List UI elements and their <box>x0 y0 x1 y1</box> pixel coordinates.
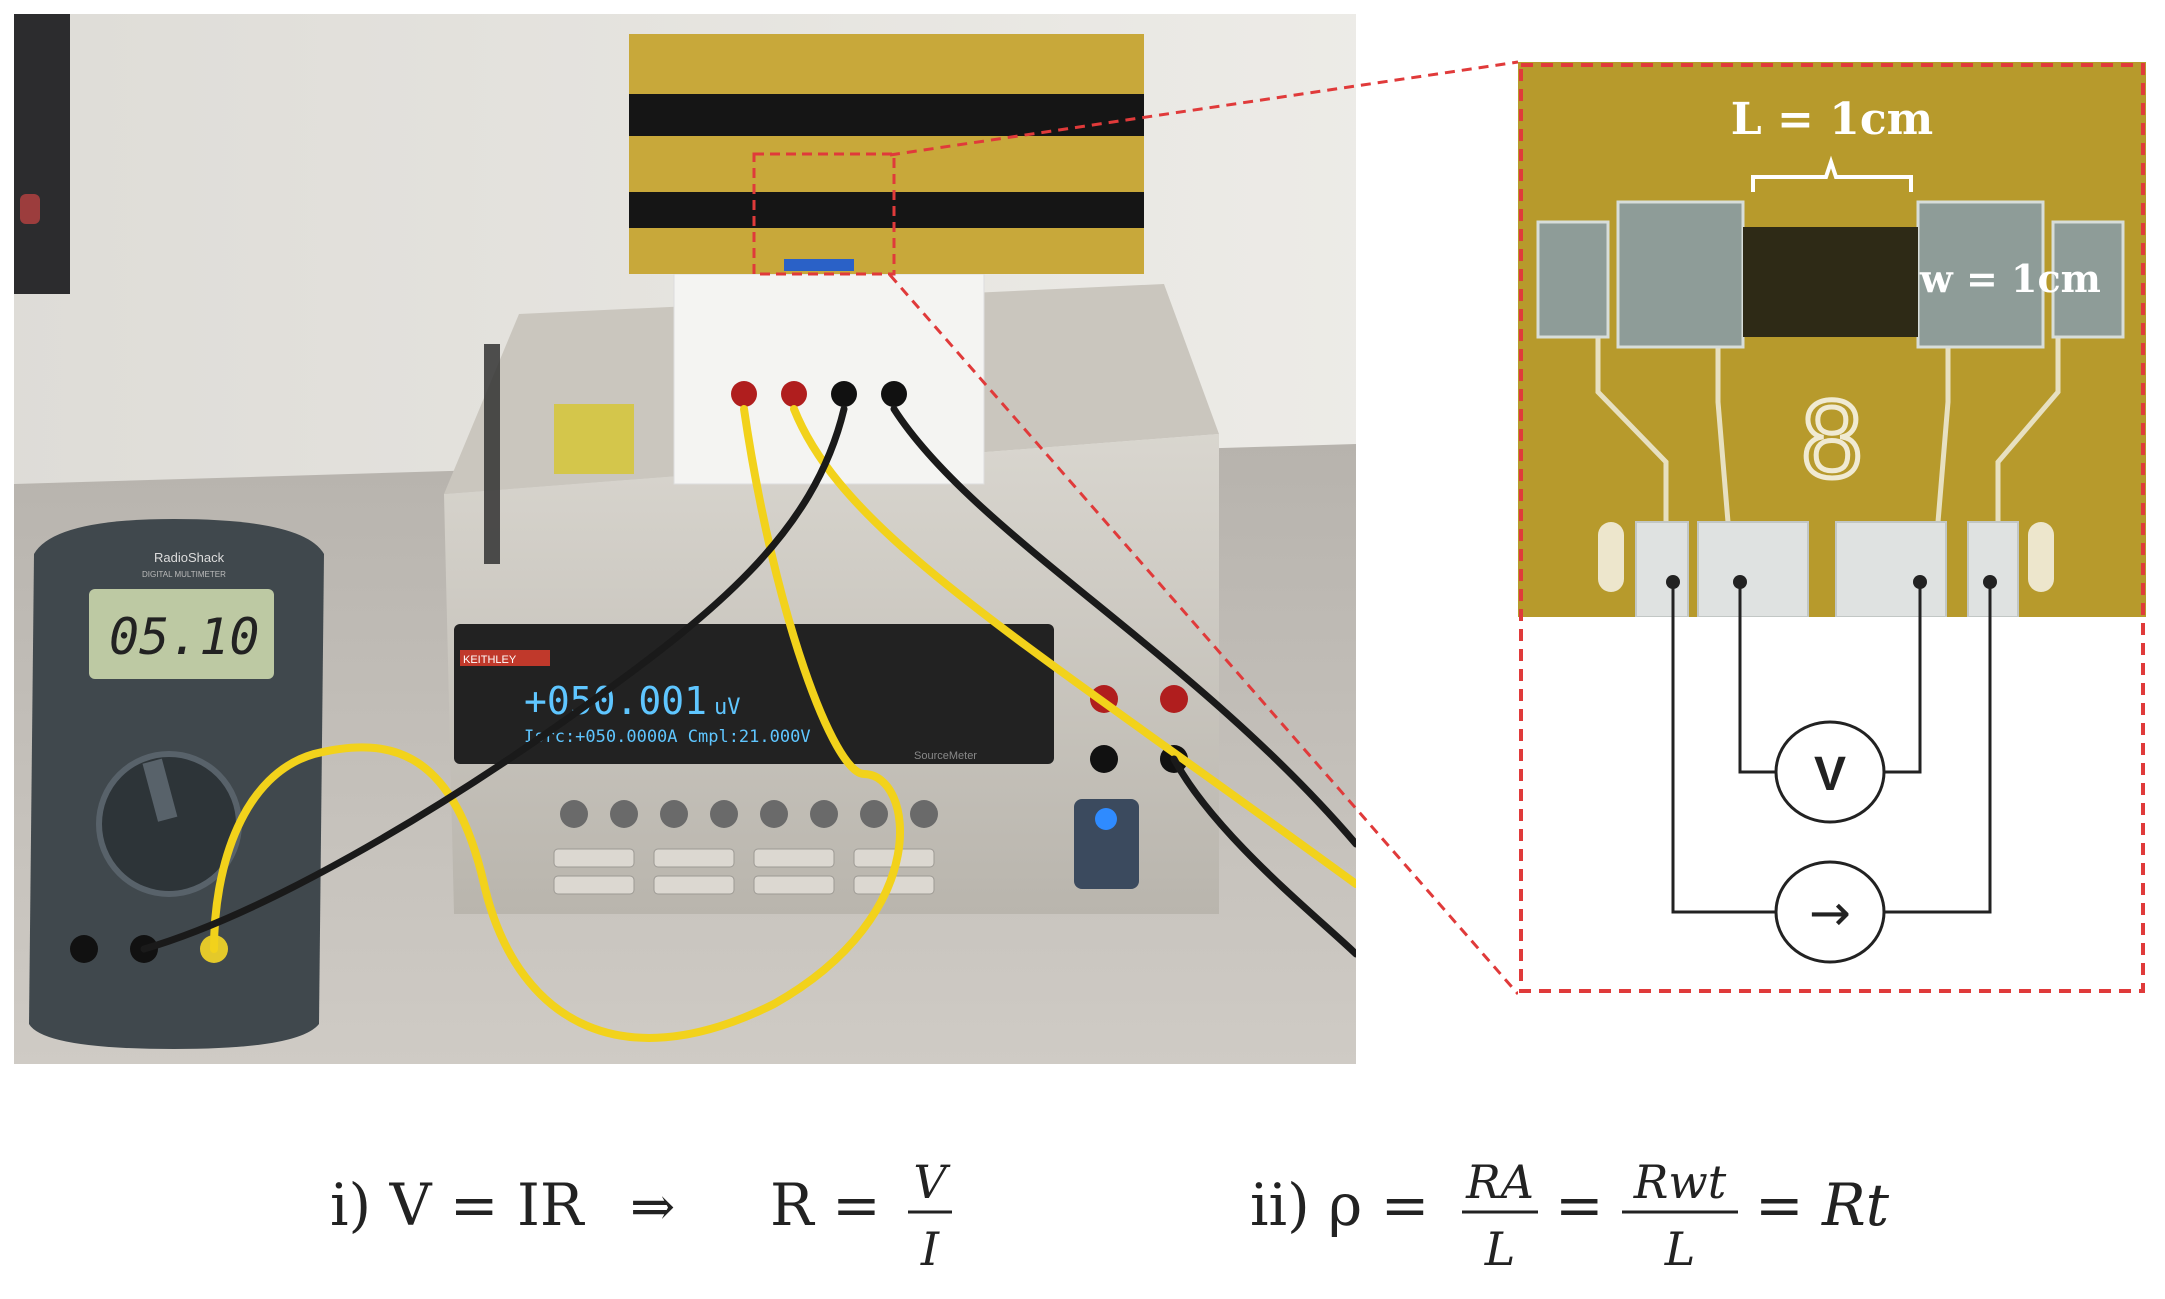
eq1-denominator: I <box>920 1222 940 1276</box>
sourcemeter-display <box>454 624 1054 764</box>
pad-outer-left <box>1536 220 1610 339</box>
terminal-red-2 <box>1160 685 1188 713</box>
multimeter: RadioShack DIGITAL MULTIMETER 05.10 <box>29 519 324 1049</box>
sourcemeter-brand: KEITHLEY <box>463 654 517 666</box>
eq2-frac2-numerator: Rwt <box>1633 1155 1727 1209</box>
eq2-prefix: ii) ρ = <box>1250 1171 1429 1239</box>
terminal-black-1 <box>1090 745 1118 773</box>
length-label: L = 1cm <box>1731 94 1933 145</box>
sourcemeter-sub-readout: Isrc:+050.0000A Cmpl:21.000V <box>524 727 811 747</box>
contact-pad-1 <box>1635 521 1689 618</box>
sourcemeter-buttons <box>560 800 938 828</box>
pad-inner-left <box>1616 200 1745 349</box>
eq2-equals: = <box>1555 1171 1604 1239</box>
multimeter-brand: RadioShack <box>154 550 225 565</box>
length-brace <box>1751 155 1913 192</box>
sample-film <box>1743 227 1918 337</box>
zoom-connector-bottom <box>888 274 1520 995</box>
lab-setup-photo: KEITHLEY +050.001 uV Isrc:+050.0000A Cmp… <box>14 14 1356 1064</box>
contact-pad-3 <box>1835 521 1947 618</box>
voltmeter-label: V <box>1814 748 1846 801</box>
eq1-numerator: V <box>913 1155 951 1209</box>
equation-resistivity: ii) ρ = RA L = Rwt L = Rt <box>1250 1155 1890 1276</box>
current-source-symbol <box>1774 860 1886 964</box>
multimeter-subtitle: DIGITAL MULTIMETER <box>142 570 226 579</box>
current-source-arrow: → <box>1809 884 1851 942</box>
zoomed-sample-inset: L = 1cm w = 1cm 8 V → <box>1518 62 2146 994</box>
eq1-implies: ⇒ <box>630 1175 675 1238</box>
contact-pad-2 <box>1697 521 1809 618</box>
voltmeter-symbol <box>1774 720 1886 824</box>
width-label: w = 1cm <box>1919 256 2101 301</box>
equation-ohms-law: i) V = IR ⇒ R = V I <box>330 1155 952 1276</box>
eq2-frac2-denominator: L <box>1664 1222 1696 1276</box>
eq2-frac1-denominator: L <box>1484 1222 1516 1276</box>
pad-outer-right <box>2051 220 2125 339</box>
pcb-sample-strip <box>629 34 1144 276</box>
multimeter-lcd <box>89 589 274 679</box>
eq1-lhs: R = <box>770 1171 881 1239</box>
eq1-prefix: i) V = IR <box>330 1171 586 1239</box>
sample-number: 8 <box>1801 378 1862 501</box>
contact-pad-4 <box>1967 521 2019 618</box>
probe-cables <box>140 405 1356 1042</box>
measurement-circuit <box>1671 582 1992 914</box>
zoom-connector-top <box>889 60 1519 157</box>
sourcemeter-main-unit: uV <box>714 695 741 720</box>
eq2-frac1-numerator: RA <box>1465 1155 1534 1209</box>
zoom-outline <box>1519 63 2145 993</box>
multimeter-reading: 05.10 <box>109 608 260 666</box>
power-switch <box>1074 799 1139 889</box>
monitor-edge <box>14 14 70 294</box>
pad-inner-right <box>1916 200 2045 349</box>
eq2-tail: = Rt <box>1755 1171 1890 1239</box>
sourcemeter-model: SourceMeter <box>914 750 977 762</box>
